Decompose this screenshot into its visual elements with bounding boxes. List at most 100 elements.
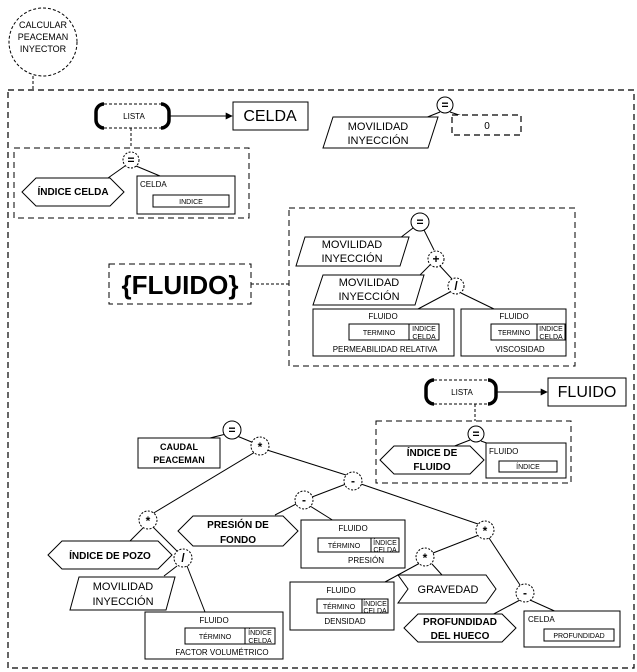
- indice-celda-group: [13, 147, 250, 219]
- fluido-perm-indice-2: CELDA: [412, 334, 436, 341]
- fluido-visc-title: FLUIDO: [499, 312, 528, 321]
- prof-field: PROFUNDIDAD: [553, 633, 604, 640]
- outer-container: [7, 89, 635, 669]
- profundidad-hueco-hex: [403, 613, 517, 643]
- profundidad-hueco-label-1: PROFUNDIDAD: [423, 617, 497, 628]
- presion-indice-2: CELDA: [373, 547, 397, 554]
- fluido-label: FLUIDO: [558, 384, 617, 401]
- indice-celda-op: [122, 151, 140, 169]
- indice-pozo-label: ÍNDICE DE POZO: [69, 549, 151, 562]
- presion-title: FLUIDO: [338, 524, 367, 533]
- fluido-mov2: [312, 274, 425, 306]
- indice-fluido-box-field: ÍNDICE: [516, 462, 540, 471]
- movilidad-top-value-box: [451, 114, 522, 136]
- caudal-minus1-symbol: -: [351, 474, 355, 488]
- indice-fluido-hex: [379, 445, 485, 475]
- caudal-mul4-op: [415, 547, 435, 567]
- indice-celda-hex: [21, 177, 125, 207]
- fluido-visc-termino: TERMINO: [498, 330, 531, 337]
- indice-celda-op-symbol: =: [127, 153, 134, 167]
- caudal-minus3-op: [515, 583, 535, 603]
- densidad-title: FLUIDO: [326, 586, 355, 595]
- fluido-eq-symbol: =: [416, 215, 423, 229]
- fluido-div-symbol: /: [454, 279, 458, 293]
- celda-box: [232, 101, 309, 131]
- fluido-div-op: [447, 277, 465, 295]
- fluido-perm-termino: TERMINO: [363, 330, 396, 337]
- root-label-3: INYECTOR: [20, 44, 67, 54]
- factor-indice-2: CELDA: [248, 638, 272, 645]
- presion-indice-1: ÍNDICE: [373, 538, 397, 547]
- root-label-2: PEACEMAN: [18, 32, 69, 42]
- presion-fondo-label-2: FONDO: [220, 535, 256, 546]
- fluido-plus-op: [427, 250, 445, 268]
- fluido-visc-indice-2: CELDA: [539, 334, 563, 341]
- fluido-visc-indice-1: INDICE: [539, 326, 563, 333]
- caudal-minus2-symbol: -: [302, 493, 306, 507]
- fluido-mov1-label-2: INYECCIÓN: [321, 252, 382, 265]
- caudal-minus1-op: [343, 471, 363, 491]
- indice-fluido-label-2: FLUIDO: [413, 462, 450, 473]
- caudal-mov: [69, 576, 176, 611]
- fluido-perm-name: PERMEABILIDAD RELATIVA: [333, 345, 438, 354]
- indice-pozo-hex: [47, 540, 173, 570]
- indice-celda-label: ÍNDICE CELDA: [37, 185, 108, 198]
- presion-termino: TÉRMINO: [328, 541, 361, 550]
- caudal-div-op: [173, 548, 193, 568]
- fluido-perm-indice-1: INDICE: [412, 326, 436, 333]
- fluido-mov1-label-1: MOVILIDAD: [322, 239, 383, 251]
- caudal-label-1: CAUDAL: [160, 442, 198, 452]
- movilidad-top-para: [322, 116, 439, 149]
- lista-fluido-label: LISTA: [451, 388, 473, 397]
- densidad-name: DENSIDAD: [324, 617, 366, 626]
- celda-label: CELDA: [243, 108, 297, 125]
- caudal-mul3-symbol: *: [483, 524, 488, 538]
- movilidad-top-label-1: MOVILIDAD: [348, 121, 409, 133]
- factor-termino: TÉRMINO: [199, 632, 232, 641]
- factor-title: FLUIDO: [199, 616, 228, 625]
- indice-fluido-op: [467, 425, 485, 443]
- caudal-mul2-symbol: *: [146, 514, 151, 528]
- indice-celda-box-title: CELDA: [140, 180, 167, 189]
- indice-fluido-group: [375, 420, 572, 484]
- lista-celda-group: LISTA CELDA: [94, 101, 309, 131]
- movilidad-top-op-symbol: =: [441, 98, 448, 112]
- fluido-perm-title: FLUIDO: [368, 312, 397, 321]
- movilidad-top-label-2: INYECCIÓN: [347, 134, 408, 147]
- fluido-visc-name: VISCOSIDAD: [495, 345, 545, 354]
- caudal-tree: CAUDAL PEACEMAN = * - - PRESIÓN DE FONDO…: [47, 420, 621, 660]
- caudal-div-symbol: /: [181, 551, 185, 565]
- movilidad-top-op: [436, 96, 454, 114]
- densidad-indice-1: ÍNDICE: [363, 599, 387, 608]
- indice-celda-box-field: INDICE: [179, 199, 203, 206]
- caudal-mul1-symbol: *: [258, 440, 263, 454]
- fluido-eq-op: [410, 212, 430, 232]
- caudal-mul4-symbol: *: [423, 551, 428, 565]
- caudal-eq-op: [222, 420, 242, 440]
- root-node: CALCULAR PEACEMAN INYECTOR: [8, 7, 78, 77]
- densidad-indice-2: CELDA: [363, 608, 387, 615]
- factor-name: FACTOR VOLUMÉTRICO: [175, 648, 268, 657]
- fluido-bracket-box: [108, 263, 252, 305]
- lista-fluido-group: LISTA FLUIDO: [424, 377, 627, 407]
- fluido-mov2-label-2: INYECCIÓN: [338, 290, 399, 303]
- fluido-box: [547, 377, 627, 407]
- lista-label: LISTA: [123, 112, 145, 121]
- fluido-mov2-label-1: MOVILIDAD: [339, 277, 400, 289]
- fluido-calc-group: [288, 207, 576, 367]
- caudal-mul3-op: [475, 520, 495, 540]
- indice-fluido-box-title: FLUIDO: [489, 447, 518, 456]
- prof-title: CELDA: [528, 615, 555, 624]
- caudal-eq-symbol: =: [228, 423, 235, 437]
- root-label-1: CALCULAR: [19, 20, 68, 30]
- profundidad-hueco-label-2: DEL HUECO: [431, 631, 490, 642]
- caudal-minus3-symbol: -: [523, 586, 527, 600]
- fluido-bracket-label: {FLUIDO}: [122, 270, 239, 300]
- presion-fondo-hex: [177, 515, 299, 547]
- indice-fluido-op-symbol: =: [472, 427, 479, 441]
- presion-fondo-label-1: PRESIÓN DE: [207, 518, 269, 531]
- presion-name: PRESIÓN: [348, 556, 384, 565]
- indice-fluido-label-1: ÍNDICE DE: [407, 446, 458, 459]
- caudal-box: [137, 437, 221, 469]
